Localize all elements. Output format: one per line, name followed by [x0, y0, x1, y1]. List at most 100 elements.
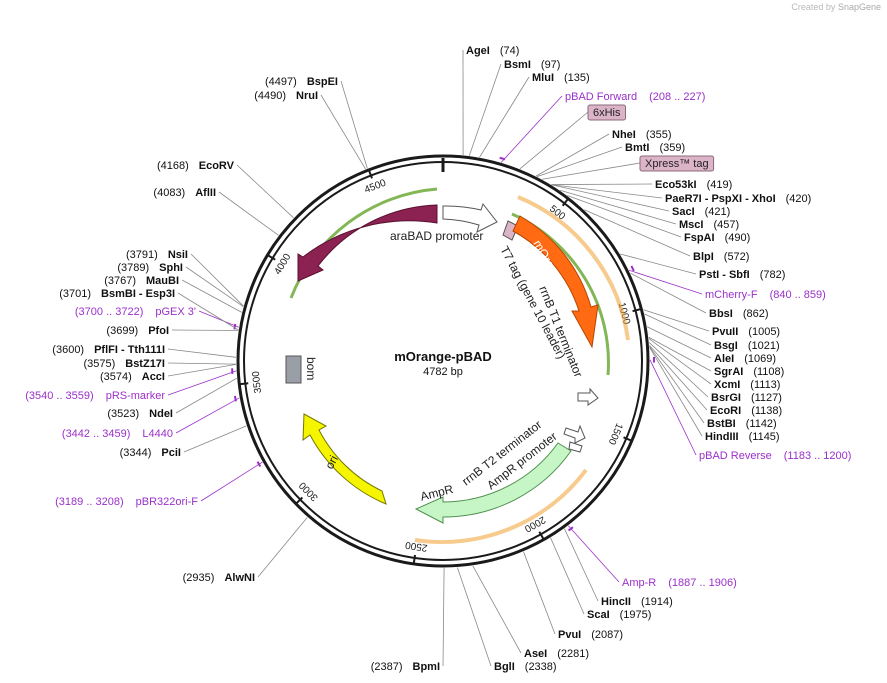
enzyme-position: (457): [713, 219, 739, 231]
enzyme-name: PflFI - Tth111I: [94, 344, 165, 356]
enzyme-site[interactable]: AseI(2281): [524, 648, 589, 660]
leader-line: [167, 364, 237, 377]
enzyme-name: BsgI: [714, 340, 738, 352]
leader-line: [175, 397, 240, 434]
leader-line: [340, 80, 368, 169]
enzyme-site[interactable]: XcmI(1113): [714, 379, 780, 391]
primer-range: (3540 .. 3559): [25, 390, 94, 402]
primer-mark: [233, 395, 237, 402]
leader-line: [167, 362, 237, 365]
primer-site[interactable]: L4440(3442 .. 3459): [62, 428, 173, 440]
enzyme-name: XcmI: [714, 379, 740, 391]
primer-site[interactable]: pBAD Forward(208 .. 227): [565, 91, 705, 103]
enzyme-site[interactable]: PstI - SbfI(782): [699, 269, 785, 281]
enzyme-site[interactable]: BlpI(572): [693, 251, 749, 263]
enzyme-site[interactable]: MluI(135): [532, 72, 590, 84]
enzyme-site[interactable]: PaeR7I - PspXI - XhoI(420): [665, 193, 811, 205]
enzyme-site[interactable]: AleI(1069): [714, 353, 776, 365]
primer-name: mCherry-F: [705, 289, 758, 301]
primer-site[interactable]: mCherry-F(840 .. 859): [705, 289, 826, 301]
leader-line: [479, 76, 530, 158]
enzyme-site[interactable]: AlwNI(2935): [183, 572, 255, 584]
enzyme-site[interactable]: BglI(2338): [494, 661, 557, 673]
leader-line: [257, 517, 308, 578]
enzyme-position: (74): [500, 45, 520, 57]
enzyme-position: (421): [705, 206, 731, 218]
orange-feature-glow: [517, 195, 630, 341]
enzyme-site[interactable]: MauBI(3767): [104, 275, 179, 287]
tick-label: 3500: [251, 370, 265, 394]
enzyme-site[interactable]: ScaI(1975): [587, 609, 651, 621]
enzyme-site[interactable]: AgeI(74): [466, 45, 519, 57]
enzyme-site[interactable]: NheI(355): [612, 129, 672, 141]
leader-line: [628, 269, 703, 295]
tag-site[interactable]: Xpress™ tag: [639, 155, 715, 172]
enzyme-site[interactable]: BpmI(2387): [371, 661, 440, 673]
enzyme-site[interactable]: MscI (457): [679, 219, 739, 231]
enzyme-name: MluI: [532, 72, 554, 84]
enzyme-name: MscI: [679, 219, 703, 231]
enzyme-site[interactable]: NdeI (3523): [107, 408, 173, 420]
enzyme-site[interactable]: BsgI(1021): [714, 340, 780, 352]
tick-mark: [632, 307, 642, 313]
enzyme-site[interactable]: AflII(4083): [153, 187, 216, 199]
leader-line: [630, 272, 707, 314]
leader-line: [167, 370, 237, 396]
leader-line: [559, 189, 677, 225]
enzyme-position: (3701): [59, 288, 91, 300]
enzyme-site[interactable]: AccI(3574): [100, 371, 165, 383]
leader-line: [171, 329, 239, 331]
enzyme-site[interactable]: NsiI(3791): [126, 249, 188, 261]
enzyme-position: (3344): [120, 447, 152, 459]
enzyme-name: NheI: [612, 129, 636, 141]
enzyme-site[interactable]: SphI(3789): [117, 262, 183, 274]
primer-site[interactable]: pBAD Reverse(1183 .. 1200): [699, 450, 851, 462]
enzyme-site[interactable]: FspAI(490): [684, 232, 750, 244]
enzyme-site[interactable]: HincII(1914): [601, 596, 673, 608]
enzyme-site[interactable]: Eco53kI(419): [655, 179, 732, 191]
enzyme-site[interactable]: BsmBI - Esp3I(3701): [59, 288, 175, 300]
tick-label: 4000: [273, 252, 294, 277]
primer-site[interactable]: Amp-R(1887 .. 1906): [622, 577, 737, 589]
primer-site[interactable]: pRS-marker(3540 .. 3559): [25, 390, 165, 402]
enzyme-site[interactable]: BspEI(4497): [265, 76, 338, 88]
enzyme-site[interactable]: PflFI - Tth111I (3600): [52, 344, 165, 356]
enzyme-site[interactable]: NruI(4490): [254, 90, 318, 102]
enzyme-site[interactable]: SgrAI(1108): [714, 366, 784, 378]
enzyme-site[interactable]: BmtI(359): [625, 142, 685, 154]
leader-line: [649, 359, 697, 456]
tag-site[interactable]: 6xHis: [587, 104, 627, 121]
enzyme-site[interactable]: PvuII(1005): [712, 326, 780, 338]
backbone-outer-ring: [236, 154, 650, 568]
enzyme-site[interactable]: PfoI(3699): [106, 325, 169, 337]
leader-line: [646, 326, 712, 359]
leader-line: [198, 310, 239, 328]
enzyme-name: BspEI: [307, 76, 338, 88]
leader-line: [649, 347, 703, 437]
enzyme-position: (3789): [117, 262, 149, 274]
enzyme-position: (3523): [107, 408, 139, 420]
enzyme-site[interactable]: EcoRI(1138): [710, 405, 782, 417]
enzyme-site[interactable]: BstBI(1142): [707, 418, 777, 430]
enzyme-position: (3600): [52, 344, 84, 356]
araBAD-promoter-label: araBAD promoter: [390, 229, 483, 243]
tick-mark: [295, 496, 304, 505]
enzyme-site[interactable]: SacI(421): [672, 206, 730, 218]
enzyme-site[interactable]: BsmI(97): [504, 59, 560, 71]
enzyme-name: NdeI: [149, 408, 173, 420]
leader-line: [200, 461, 263, 502]
enzyme-site[interactable]: BstZ17I(3575): [83, 358, 165, 370]
enzyme-site[interactable]: EcoRV(4168): [157, 160, 235, 172]
primer-site[interactable]: pGEX 3'(3700 .. 3722): [75, 306, 196, 318]
plasmid-name: mOrange-pBAD: [394, 349, 492, 364]
enzyme-name: MauBI: [146, 275, 179, 287]
primer-site[interactable]: pBR322ori-F(3189 .. 3208): [55, 496, 198, 508]
enzyme-site[interactable]: BbsI(862): [709, 308, 769, 320]
AmpR-arrow: [414, 442, 572, 524]
tag-box: [587, 104, 627, 121]
enzyme-site[interactable]: HindIII(1145): [705, 431, 780, 443]
enzyme-site[interactable]: BsrGI(1127): [711, 392, 782, 404]
enzyme-site[interactable]: PvuI(2087): [558, 629, 623, 641]
enzyme-name: FspAI: [684, 232, 715, 244]
enzyme-site[interactable]: PciI(3344): [120, 447, 181, 459]
